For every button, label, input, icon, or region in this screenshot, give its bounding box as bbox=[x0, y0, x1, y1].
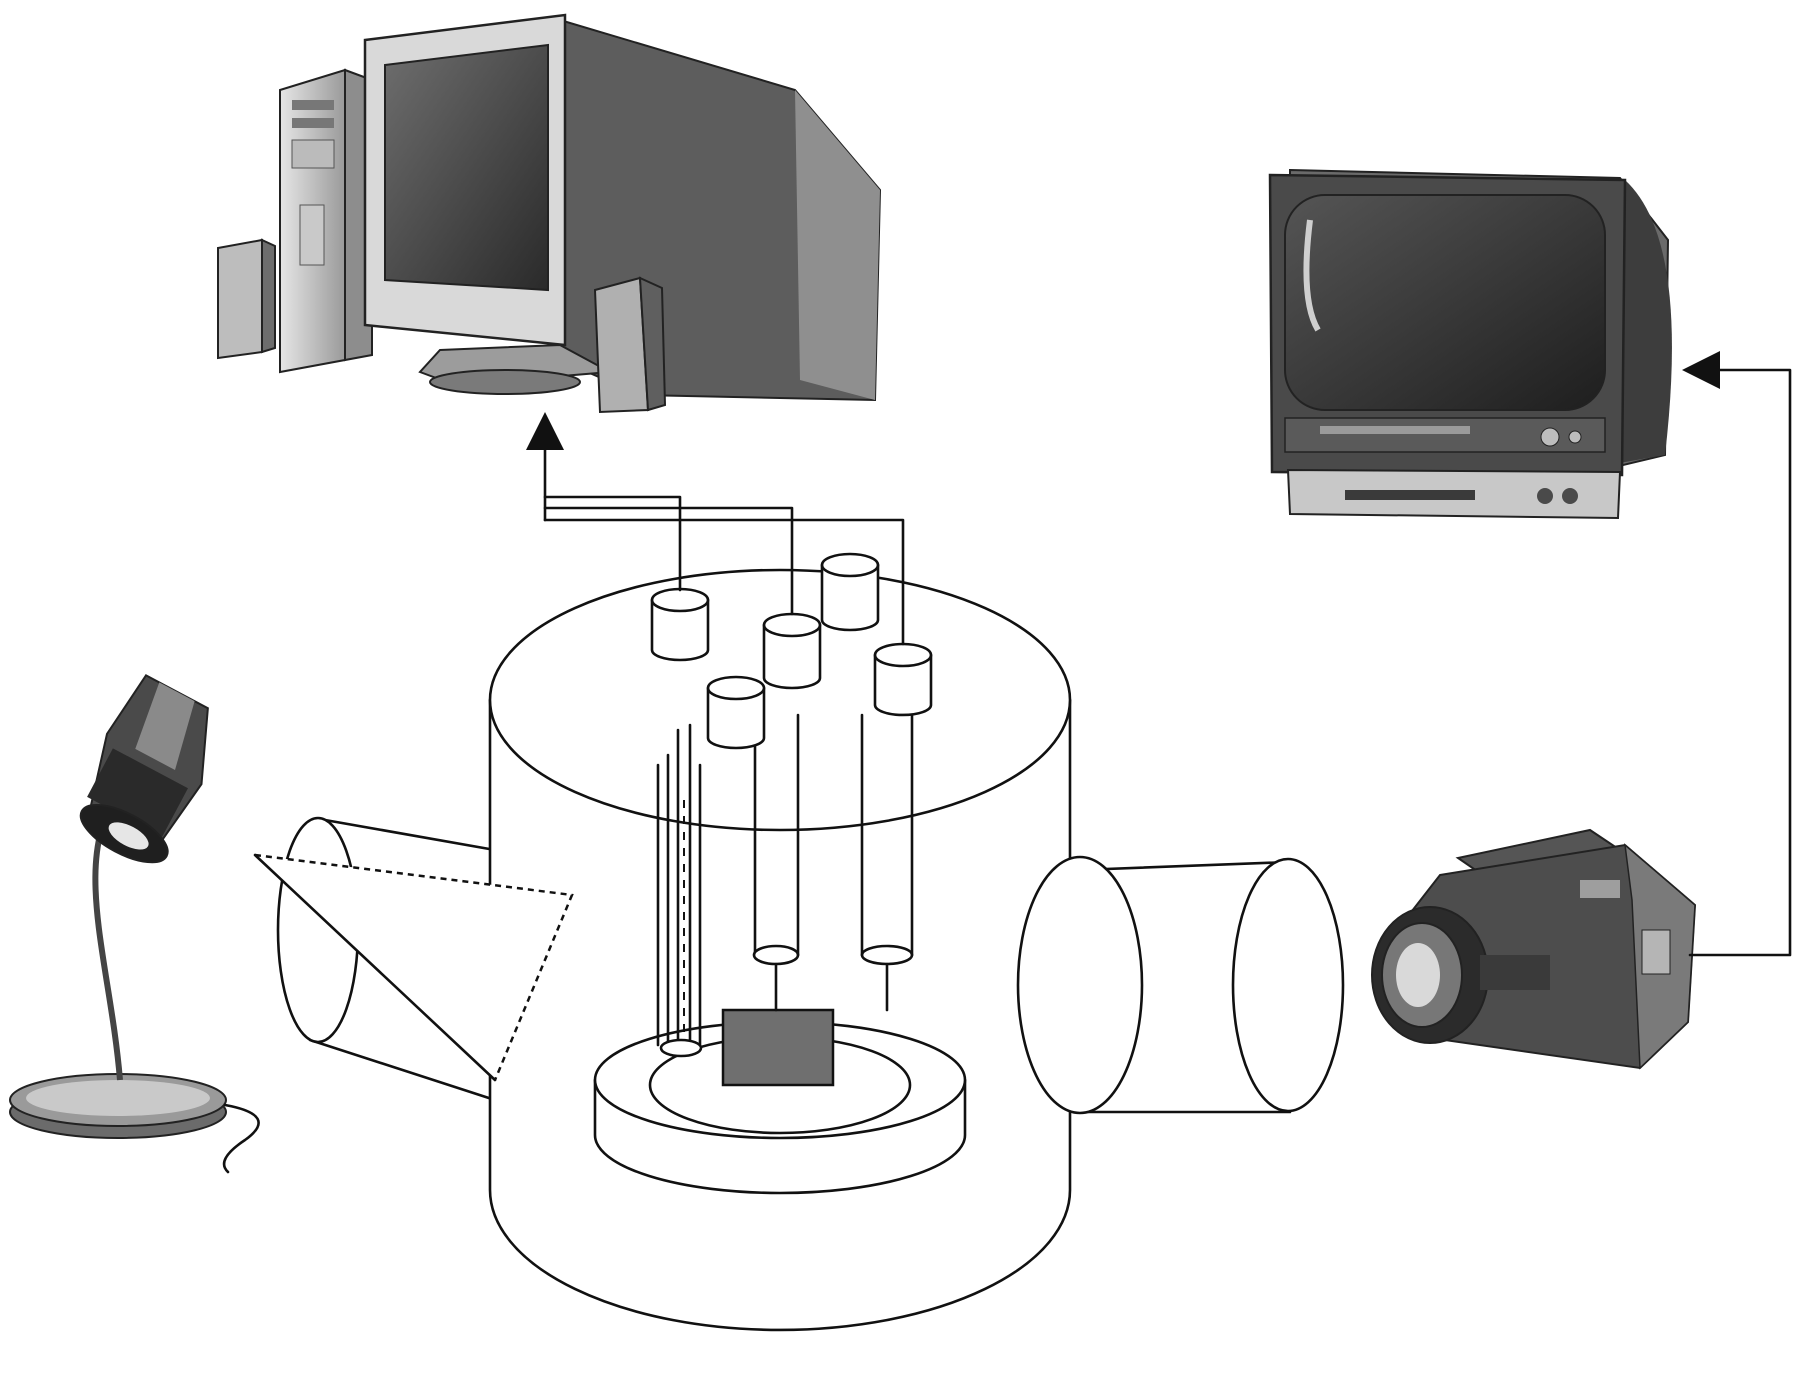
signal-wires-to-computer bbox=[543, 448, 905, 646]
electrode-cylinder bbox=[706, 675, 766, 750]
arrow-left-icon bbox=[1682, 351, 1720, 389]
desktop-computer-icon bbox=[217, 13, 882, 414]
video-camera-icon bbox=[1371, 828, 1697, 1070]
electrode-cylinder bbox=[650, 587, 710, 662]
electrode-cylinder bbox=[762, 612, 822, 690]
electrode-cylinder bbox=[873, 642, 933, 717]
light-beam bbox=[253, 853, 574, 1082]
tv-monitor-icon bbox=[1268, 168, 1672, 520]
desk-lamp-icon bbox=[9, 674, 260, 1174]
camera-to-tv-wire bbox=[1688, 368, 1792, 957]
arrow-up-icon bbox=[526, 412, 564, 450]
electrode-cylinder bbox=[820, 552, 880, 632]
